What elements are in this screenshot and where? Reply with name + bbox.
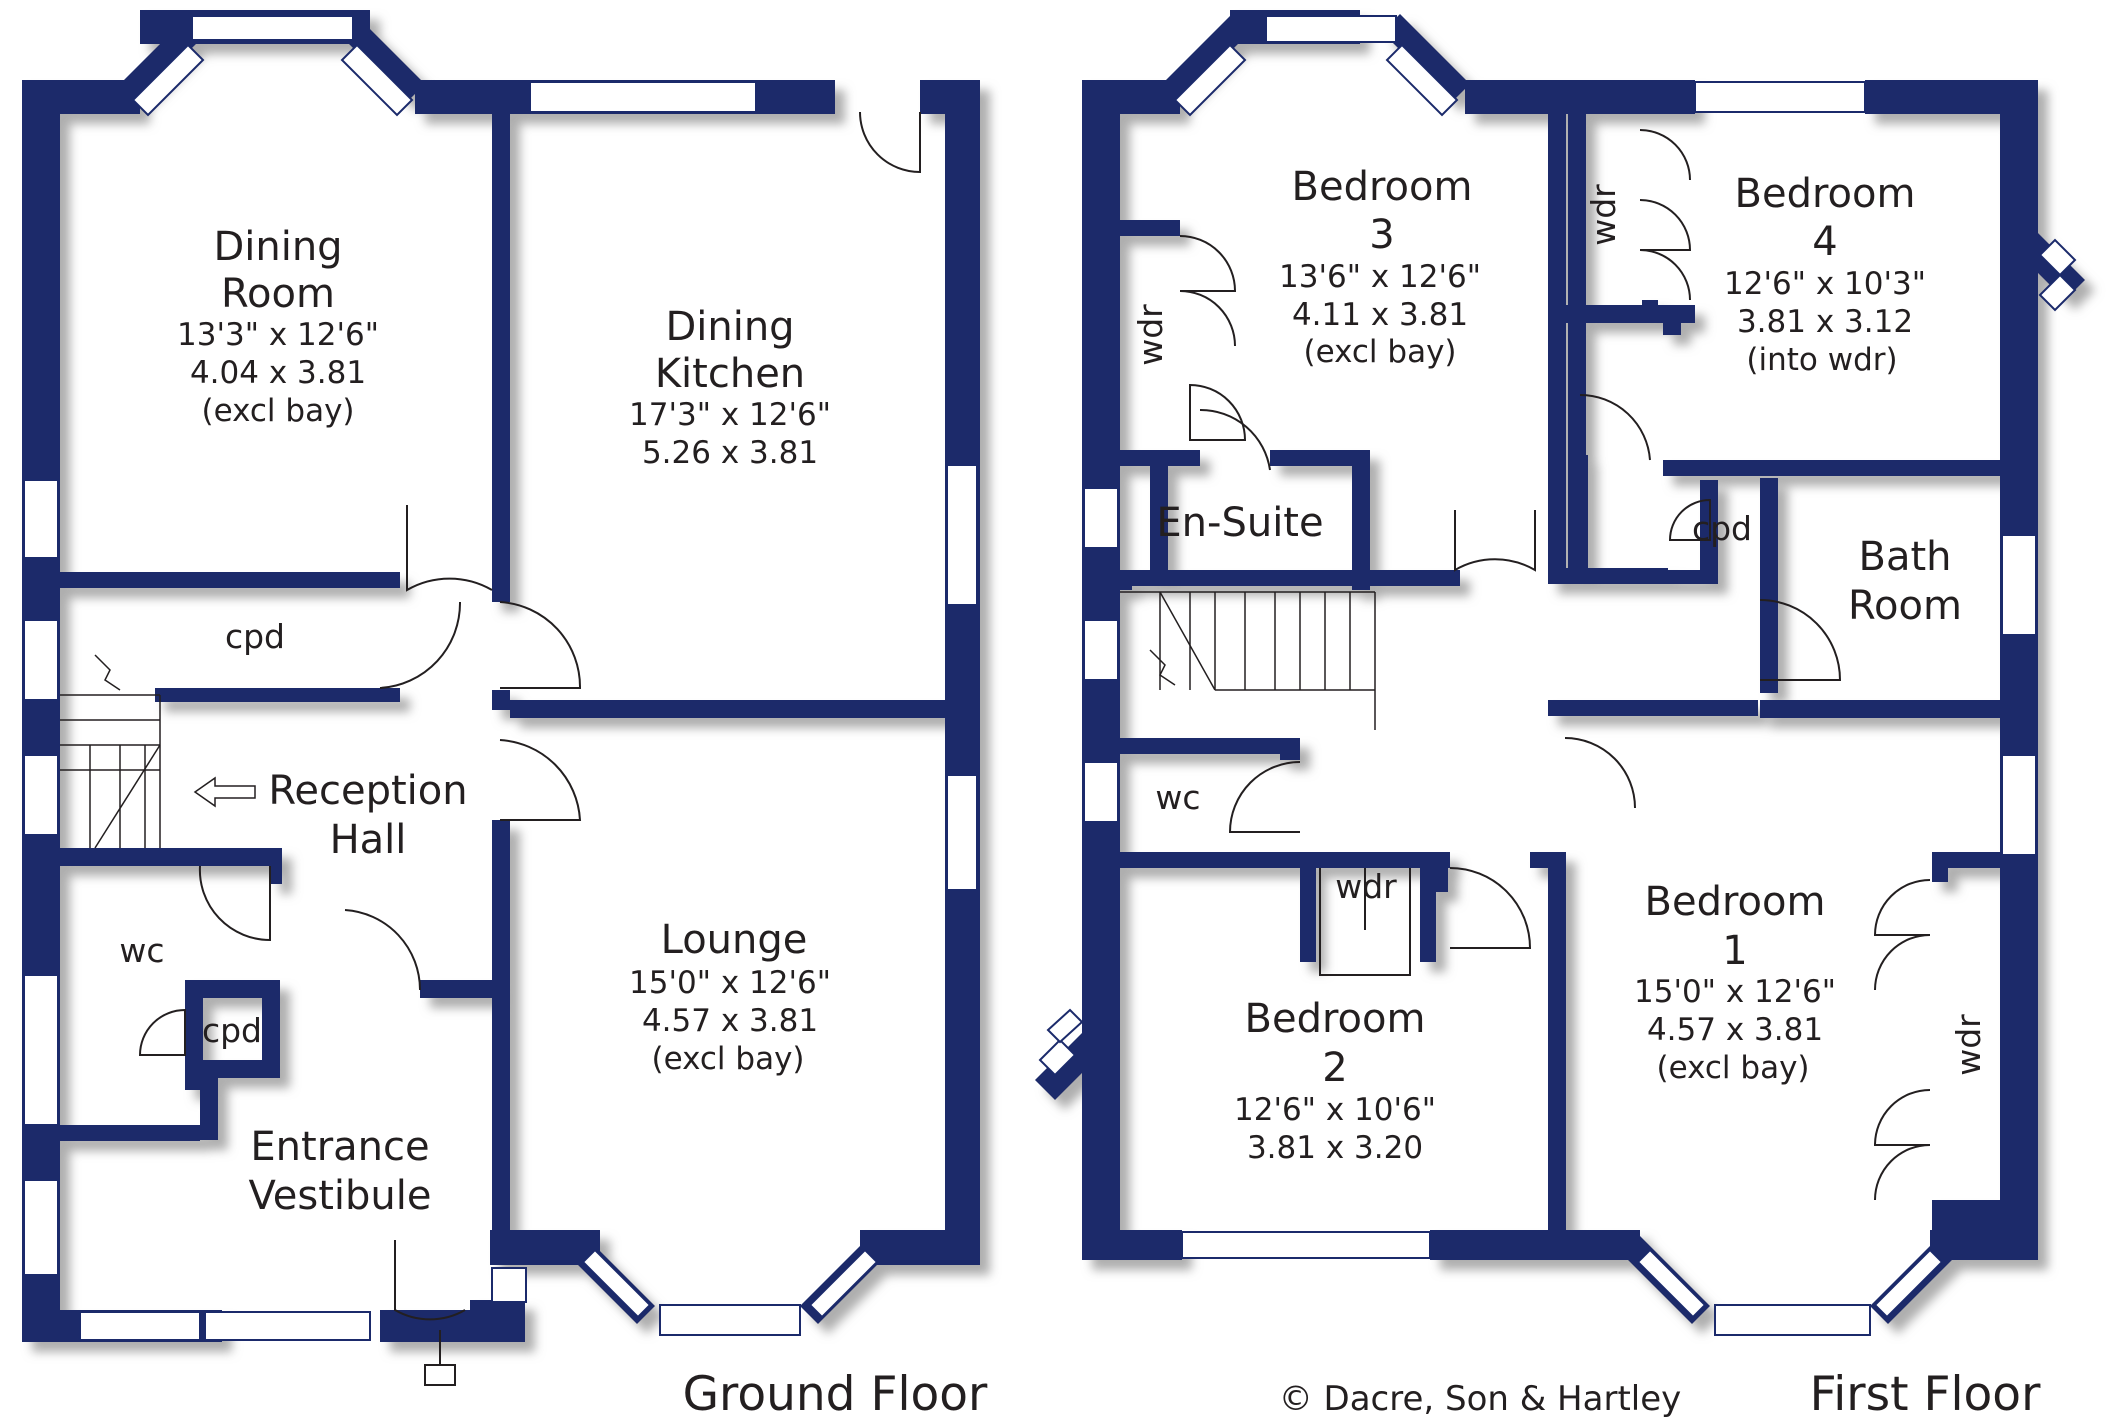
- first-floor-stairs: [1120, 591, 1376, 730]
- dining-room-name-1: Dining: [213, 224, 342, 270]
- bedroom1-name-2: 1: [1722, 928, 1747, 974]
- first-floor-labels: Bedroom 3 13'6" x 12'6" 4.11 x 3.81 (exc…: [1131, 164, 2041, 1417]
- wdr-bedroom4: wdr: [1584, 184, 1623, 246]
- ground-wc: wc: [119, 931, 164, 970]
- bedroom1-imperial: 15'0" x 12'6": [1634, 974, 1836, 1010]
- dining-kitchen-metric: 5.26 x 3.81: [642, 435, 818, 471]
- bedroom3-name-2: 3: [1369, 212, 1394, 258]
- bedroom2-imperial: 12'6" x 10'6": [1234, 1092, 1436, 1128]
- first-floor-walls: [1035, 10, 2085, 1324]
- ground-floor-label: Ground Floor: [683, 1367, 988, 1417]
- lounge-note: (excl bay): [651, 1041, 804, 1077]
- wdr-bedroom2: wdr: [1335, 867, 1397, 906]
- bedroom2-metric: 3.81 x 3.20: [1247, 1130, 1423, 1166]
- copyright: © Dacre, Son & Hartley: [1279, 1379, 1682, 1417]
- dining-kitchen-imperial: 17'3" x 12'6": [629, 397, 831, 433]
- bedroom3-note: (excl bay): [1303, 334, 1456, 370]
- cpd-hall: cpd: [225, 617, 285, 656]
- bedroom1-note: (excl bay): [1656, 1050, 1809, 1086]
- ground-floor-windows: [23, 15, 978, 1341]
- first-floor-windows: [1038, 15, 2077, 1336]
- first-floor-doors: [1179, 129, 1931, 1201]
- first-wc: wc: [1155, 778, 1200, 817]
- ground-floor-stairs: [60, 654, 256, 849]
- ground-floor: Dining Room 13'3" x 12'6" 4.04 x 3.81 (e…: [22, 10, 988, 1417]
- bedroom1-name-1: Bedroom: [1645, 879, 1826, 925]
- dining-kitchen-name-2: Kitchen: [655, 351, 805, 397]
- bedroom3-metric: 4.11 x 3.81: [1292, 297, 1468, 333]
- first-cpd: cpd: [1692, 509, 1752, 548]
- bathroom-name-2: Room: [1848, 583, 1962, 629]
- bedroom4-note: (into wdr): [1746, 342, 1897, 378]
- dining-room-metric: 4.04 x 3.81: [190, 355, 366, 391]
- bedroom2-name-2: 2: [1322, 1045, 1347, 1091]
- bedroom4-imperial: 12'6" x 10'3": [1724, 266, 1926, 302]
- bedroom1-metric: 4.57 x 3.81: [1647, 1012, 1823, 1048]
- entrance-vestibule-name-2: Vestibule: [249, 1173, 432, 1219]
- ensuite-name: En-Suite: [1156, 500, 1323, 546]
- bedroom3-imperial: 13'6" x 12'6": [1279, 259, 1481, 295]
- dining-room-imperial: 13'3" x 12'6": [177, 317, 379, 353]
- dining-room-name-2: Room: [221, 271, 335, 317]
- bedroom4-name-1: Bedroom: [1735, 171, 1916, 217]
- dining-room-note: (excl bay): [201, 393, 354, 429]
- bedroom4-name-2: 4: [1812, 219, 1837, 265]
- lounge-name: Lounge: [661, 917, 808, 963]
- bedroom3-name-1: Bedroom: [1292, 164, 1473, 210]
- entrance-vestibule-name-1: Entrance: [250, 1124, 429, 1170]
- lounge-metric: 4.57 x 3.81: [642, 1003, 818, 1039]
- first-floor-label: First Floor: [1810, 1367, 2041, 1417]
- bedroom4-metric: 3.81 x 3.12: [1737, 304, 1913, 340]
- bathroom-name-1: Bath: [1859, 534, 1952, 580]
- lounge-imperial: 15'0" x 12'6": [629, 965, 831, 1001]
- ground-floor-walls: [22, 10, 980, 1342]
- wdr-bedroom1: wdr: [1949, 1014, 1988, 1076]
- reception-hall-name-1: Reception: [268, 768, 467, 814]
- cpd-wc: cpd: [202, 1011, 262, 1050]
- bedroom2-name-1: Bedroom: [1245, 996, 1426, 1042]
- wdr-bedroom3: wdr: [1131, 304, 1170, 366]
- dining-kitchen-name-1: Dining: [665, 304, 794, 350]
- first-floor: Bedroom 3 13'6" x 12'6" 4.11 x 3.81 (exc…: [1035, 10, 2085, 1417]
- ground-floor-labels: Dining Room 13'3" x 12'6" 4.04 x 3.81 (e…: [119, 224, 988, 1417]
- reception-hall-name-2: Hall: [330, 817, 407, 863]
- ground-floor-doors: [138, 111, 921, 1386]
